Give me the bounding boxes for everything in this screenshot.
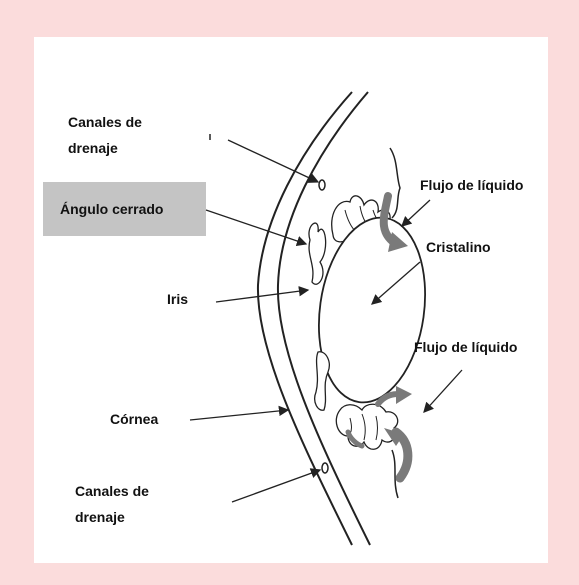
leader-flow-bottom xyxy=(424,370,462,412)
label-lens: Cristalino xyxy=(426,239,491,255)
posterior-wall-upper xyxy=(390,148,400,218)
leader-iris xyxy=(216,290,308,302)
leader-drainage-top xyxy=(228,140,318,182)
label-closed-angle: Ángulo cerrado xyxy=(60,201,163,217)
label-cornea: Córnea xyxy=(110,411,158,427)
drainage-channel-bottom xyxy=(322,463,328,473)
label-iris: Iris xyxy=(167,291,188,307)
label-flow-bottom: Flujo de líquido xyxy=(414,339,517,355)
fluid-flow-arrow-bottom-head xyxy=(396,386,412,404)
posterior-wall-lower xyxy=(392,450,398,498)
label-drainage-bottom-line2: drenaje xyxy=(75,509,125,525)
iris-lower xyxy=(315,352,330,410)
leader-flow-top xyxy=(402,200,430,226)
drainage-channel-top xyxy=(319,180,325,190)
label-drainage-top-line1: Canales de xyxy=(68,114,142,130)
label-drainage-bottom-line1: Canales de xyxy=(75,483,149,499)
leader-closed-angle xyxy=(206,210,306,244)
label-drainage-top-line2: drenaje xyxy=(68,140,118,156)
iris-upper xyxy=(309,223,326,284)
label-flow-top: Flujo de líquido xyxy=(420,177,523,193)
ciliary-body-lower xyxy=(336,404,397,449)
leader-drainage-bottom xyxy=(232,470,320,502)
leader-cornea xyxy=(190,410,288,420)
lens xyxy=(308,211,437,410)
